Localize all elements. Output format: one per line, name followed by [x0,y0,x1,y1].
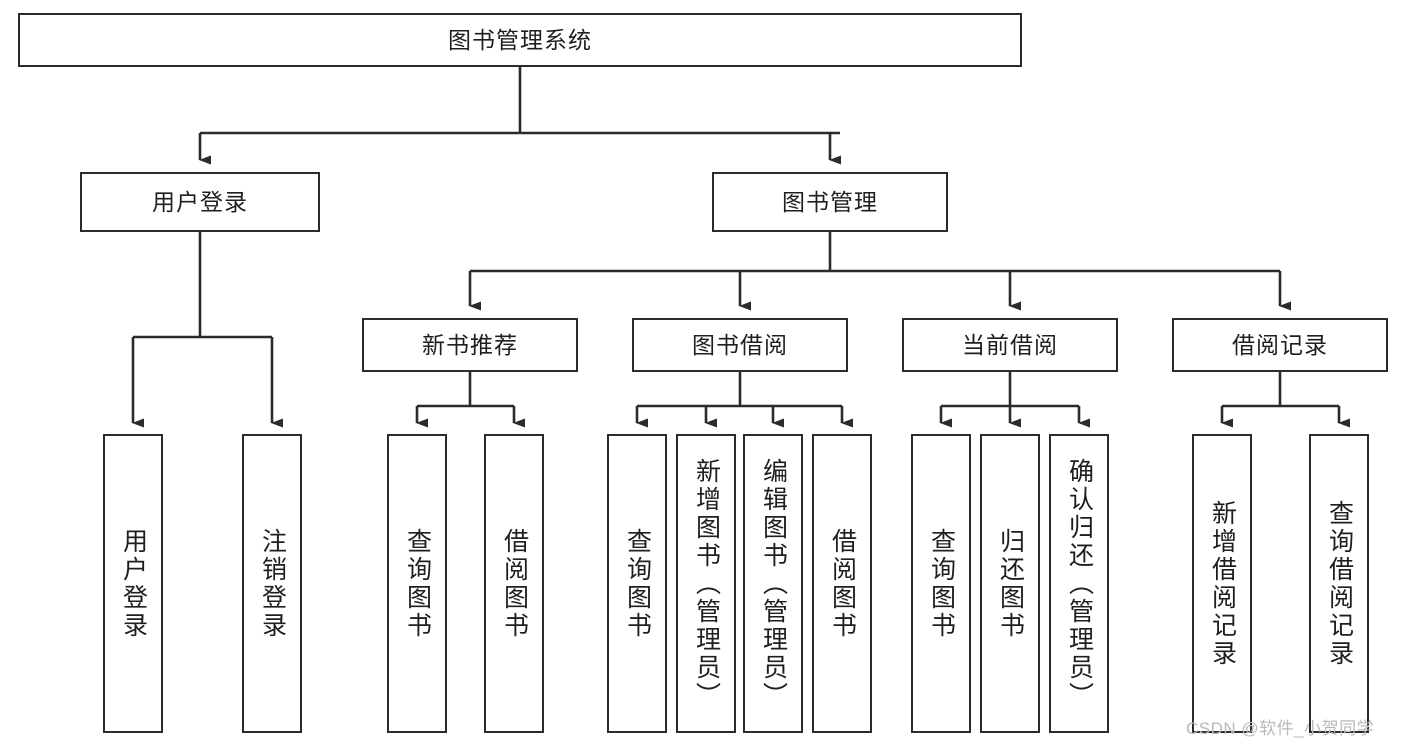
node-label: 当前借阅 [962,331,1058,358]
leaf-borrow-book-recommend[interactable]: 借阅图书 [484,434,544,733]
leaf-user-login[interactable]: 用户登录 [103,434,163,733]
node-borrow-record[interactable]: 借阅记录 [1172,318,1388,372]
node-label: 编辑图书（管理员） [759,457,788,710]
node-label: 借阅图书 [500,527,529,640]
node-label: 借阅记录 [1232,331,1328,358]
node-label: 图书管理 [782,188,878,215]
node-root-system[interactable]: 图书管理系统 [18,13,1022,67]
node-label: 图书管理系统 [448,26,592,53]
leaf-query-borrow-record[interactable]: 查询借阅记录 [1309,434,1369,733]
leaf-borrow-book[interactable]: 借阅图书 [812,434,872,733]
node-book-manage[interactable]: 图书管理 [712,172,948,232]
leaf-query-book-current[interactable]: 查询图书 [911,434,971,733]
node-label: 确认归还（管理员） [1065,457,1094,710]
node-label: 借阅图书 [828,527,857,640]
leaf-user-logout[interactable]: 注销登录 [242,434,302,733]
node-label: 查询图书 [403,527,432,640]
node-label: 新增借阅记录 [1208,499,1237,668]
leaf-add-borrow-record[interactable]: 新增借阅记录 [1192,434,1252,733]
node-user-login[interactable]: 用户登录 [80,172,320,232]
leaf-add-book[interactable]: 新增图书（管理员） [676,434,736,733]
node-label: 归还图书 [996,527,1025,640]
node-book-borrow[interactable]: 图书借阅 [632,318,848,372]
node-label: 图书借阅 [692,331,788,358]
watermark-text: CSDN @软件_小贺同学 [1186,719,1375,738]
leaf-edit-book[interactable]: 编辑图书（管理员） [743,434,803,733]
node-new-book-recommend[interactable]: 新书推荐 [362,318,578,372]
node-label: 查询图书 [623,527,652,640]
node-label: 注销登录 [258,527,287,640]
leaf-query-book-recommend[interactable]: 查询图书 [387,434,447,733]
node-current-borrow[interactable]: 当前借阅 [902,318,1118,372]
node-label: 用户登录 [119,527,148,640]
leaf-return-book[interactable]: 归还图书 [980,434,1040,733]
node-label: 查询图书 [927,527,956,640]
leaf-confirm-return[interactable]: 确认归还（管理员） [1049,434,1109,733]
node-label: 用户登录 [152,188,248,215]
leaf-query-book-borrow[interactable]: 查询图书 [607,434,667,733]
node-label: 新增图书（管理员） [692,457,721,710]
node-label: 查询借阅记录 [1325,499,1354,668]
node-label: 新书推荐 [422,331,518,358]
